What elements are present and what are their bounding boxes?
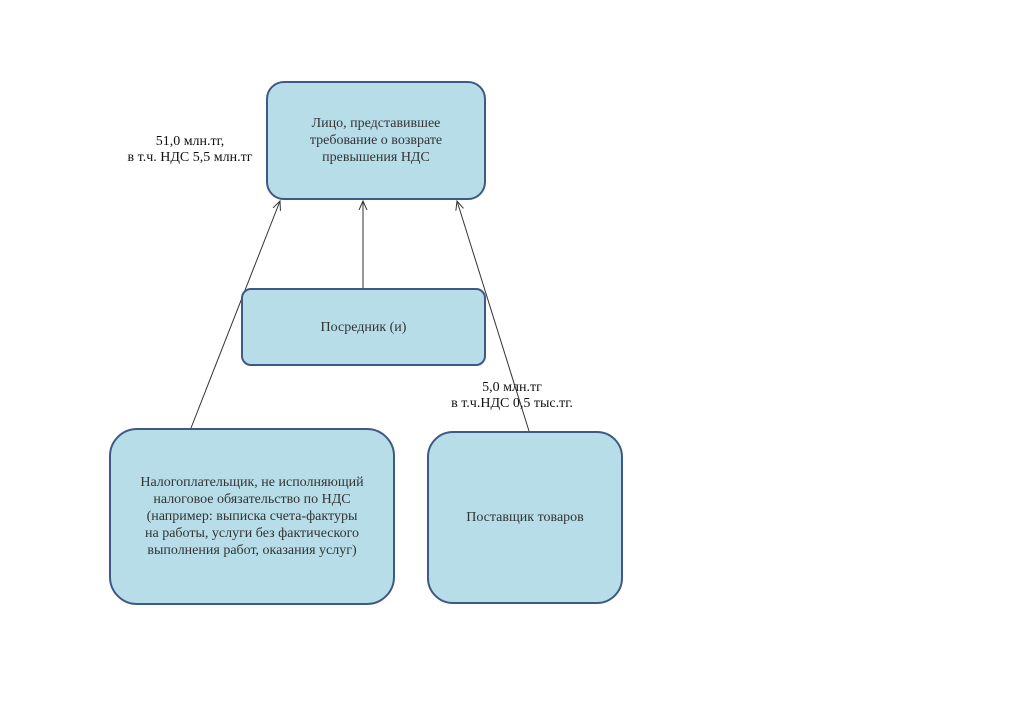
annotation-right-amount: 5,0 млн.тг в т.ч.НДС 0,5 тыс.тг. bbox=[451, 380, 573, 411]
arrow-taxpayer-to-claimant bbox=[190, 201, 280, 429]
node-intermediary: Посредник (и) bbox=[241, 288, 486, 366]
node-taxpayer: Налогоплательщик, не исполняющий налогов… bbox=[109, 428, 395, 605]
arrow-supplier-to-claimant bbox=[457, 201, 530, 432]
node-taxpayer-label: Налогоплательщик, не исполняющий налогов… bbox=[140, 475, 364, 558]
node-supplier: Поставщик товаров bbox=[427, 431, 623, 604]
node-intermediary-label: Посредник (и) bbox=[320, 319, 407, 335]
node-claimant: Лицо, представившее требование о возврат… bbox=[266, 81, 486, 200]
node-supplier-label: Поставщик товаров bbox=[466, 510, 584, 525]
annotation-left-amount: 51,0 млн.тг, в т.ч. НДС 5,5 млн.тг bbox=[127, 134, 253, 165]
node-claimant-label: Лицо, представившее требование о возврат… bbox=[309, 116, 443, 165]
